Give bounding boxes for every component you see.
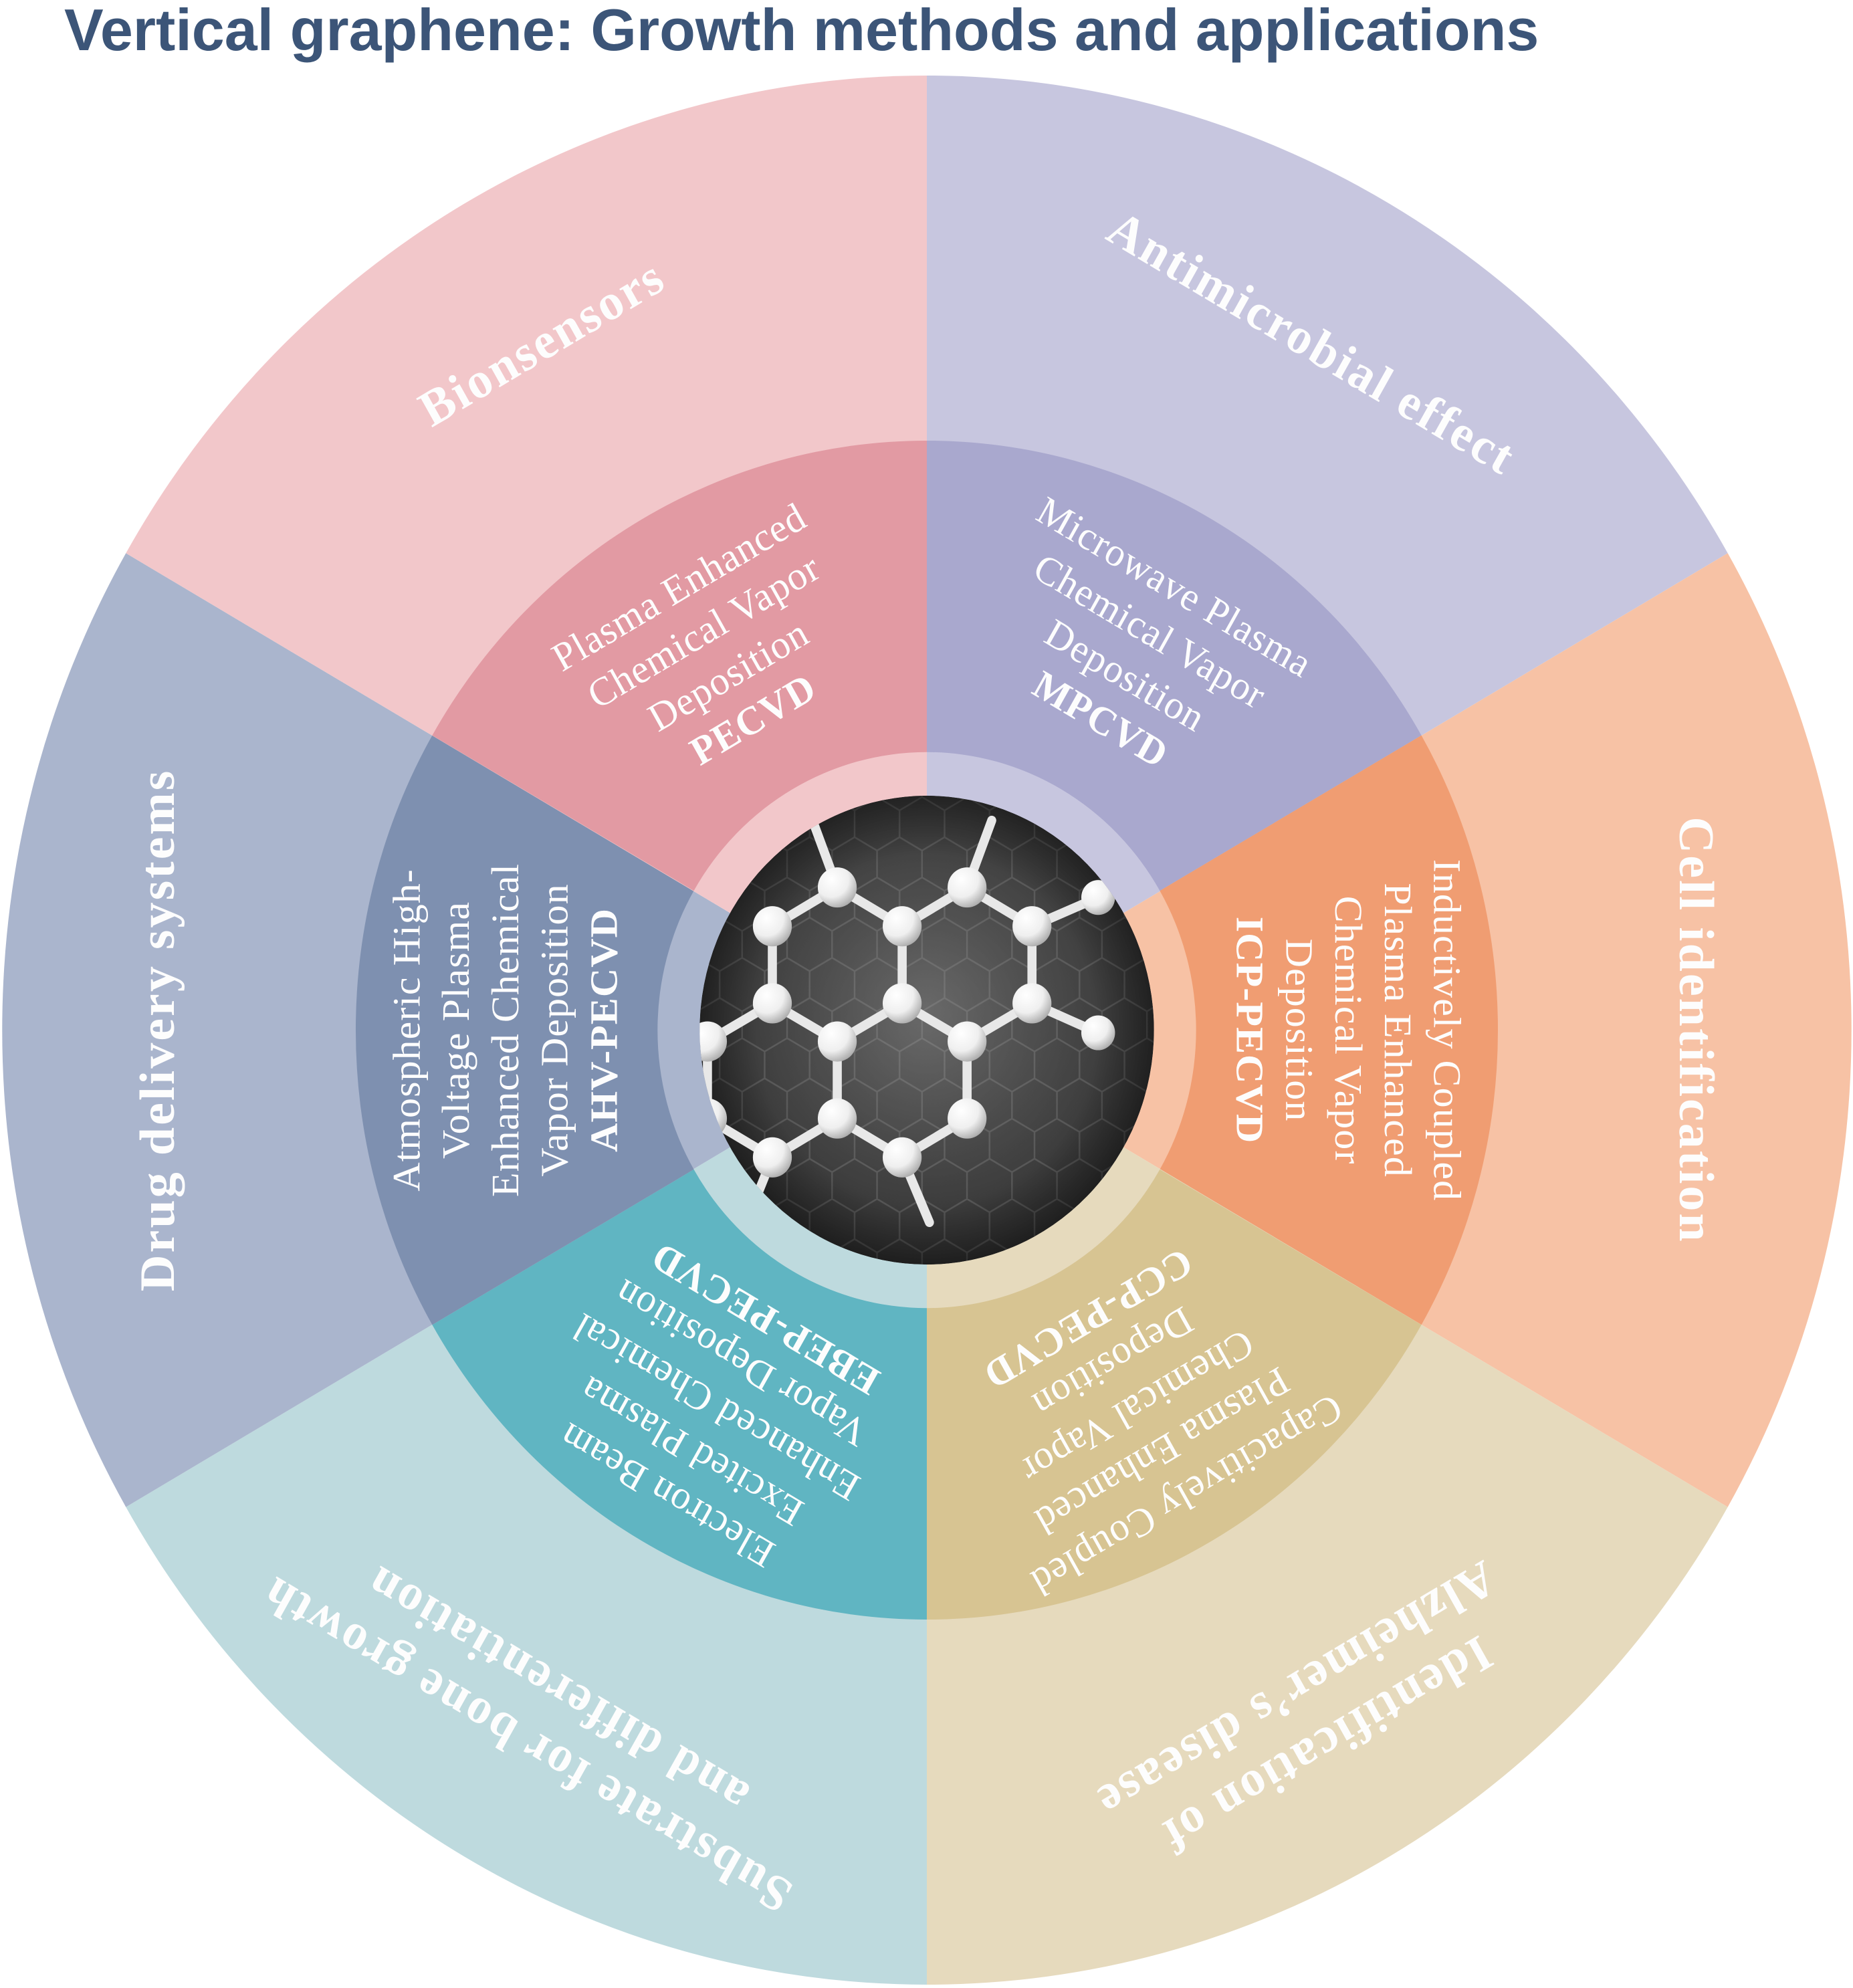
- drug-delivery-method-wedge: [355, 735, 694, 1325]
- atom: [817, 867, 857, 908]
- atom: [948, 1098, 987, 1139]
- atom: [1012, 983, 1052, 1024]
- sector-bionsensors: Bionsensors Plasma Enhanced Chemical Vap…: [126, 76, 927, 1030]
- page-title: Vertical graphene: Growth methods and ap…: [64, 0, 1539, 63]
- atom: [882, 983, 922, 1024]
- method-label-line: Voltage Plasma: [434, 901, 477, 1159]
- drug-delivery-method-label: Atmospheric High- Voltage Plasma Enhance…: [385, 863, 625, 1197]
- method-label-line: Enhanced Chemical: [483, 863, 527, 1197]
- atom: [752, 983, 792, 1024]
- method-label-line: Chemical Vapor: [1327, 896, 1370, 1165]
- sector-bone-growth-substrate: Substrate for bone growth and differenti…: [126, 1030, 927, 1985]
- bone-growth-method-wedge: [432, 1169, 927, 1620]
- method-label-line: Plasma Enhanced: [1376, 883, 1420, 1177]
- method-label-line: Deposition: [1278, 939, 1321, 1122]
- method-abbreviation: AHV-PECVD: [582, 908, 625, 1152]
- atom: [1012, 906, 1052, 947]
- application-label-line: Drug delivery systems: [130, 769, 185, 1292]
- drug-delivery-application-label: Drug delivery systems: [130, 769, 185, 1292]
- application-label-line: Cell identification: [1668, 816, 1723, 1243]
- atom: [699, 1021, 728, 1062]
- atom: [948, 867, 987, 908]
- bionsensors-method-wedge: [432, 440, 927, 891]
- sector-cell-identification: Cell identification Inductively Coupled …: [926, 553, 1852, 1507]
- atom: [817, 1021, 857, 1062]
- method-label-line: Vapor Deposition: [532, 883, 576, 1176]
- cell-identification-application-label: Cell identification: [1668, 816, 1723, 1243]
- atom: [1081, 1015, 1115, 1051]
- sector-alzheimers-identification: Identification of Alzheimer’s disease Ca…: [926, 1030, 1728, 1985]
- atom: [948, 1021, 987, 1062]
- graphene-atoms: [699, 867, 1115, 1178]
- atom: [752, 906, 792, 947]
- alzheimers-method-wedge: [926, 1169, 1422, 1620]
- graphene-lattice-photo: [699, 795, 1154, 1265]
- atom: [882, 1137, 922, 1178]
- atom: [1081, 880, 1115, 915]
- sector-antimicrobial-effect: Antimicrobial effect Microwave Plasma Ch…: [926, 76, 1728, 1030]
- atom: [752, 1137, 792, 1178]
- sector-drug-delivery-systems: Drug delivery systems Atmospheric High- …: [2, 553, 927, 1507]
- method-label-line: Inductively Coupled: [1426, 859, 1469, 1201]
- antimicrobial-method-wedge: [926, 440, 1422, 891]
- method-label-line: Atmospheric High-: [385, 869, 428, 1192]
- atom: [817, 1098, 857, 1139]
- wheel-diagram: Antimicrobial effect Microwave Plasma Ch…: [2, 76, 1852, 1985]
- method-abbreviation: ICP-PECVD: [1228, 917, 1272, 1143]
- cell-identification-method-wedge: [1160, 735, 1498, 1325]
- atom: [882, 906, 922, 947]
- antimicrobial-method-label: Microwave Plasma Chemical Vapor Depositi…: [1026, 487, 1320, 777]
- cell-identification-method-label: Inductively Coupled Plasma Enhanced Chem…: [1228, 859, 1469, 1201]
